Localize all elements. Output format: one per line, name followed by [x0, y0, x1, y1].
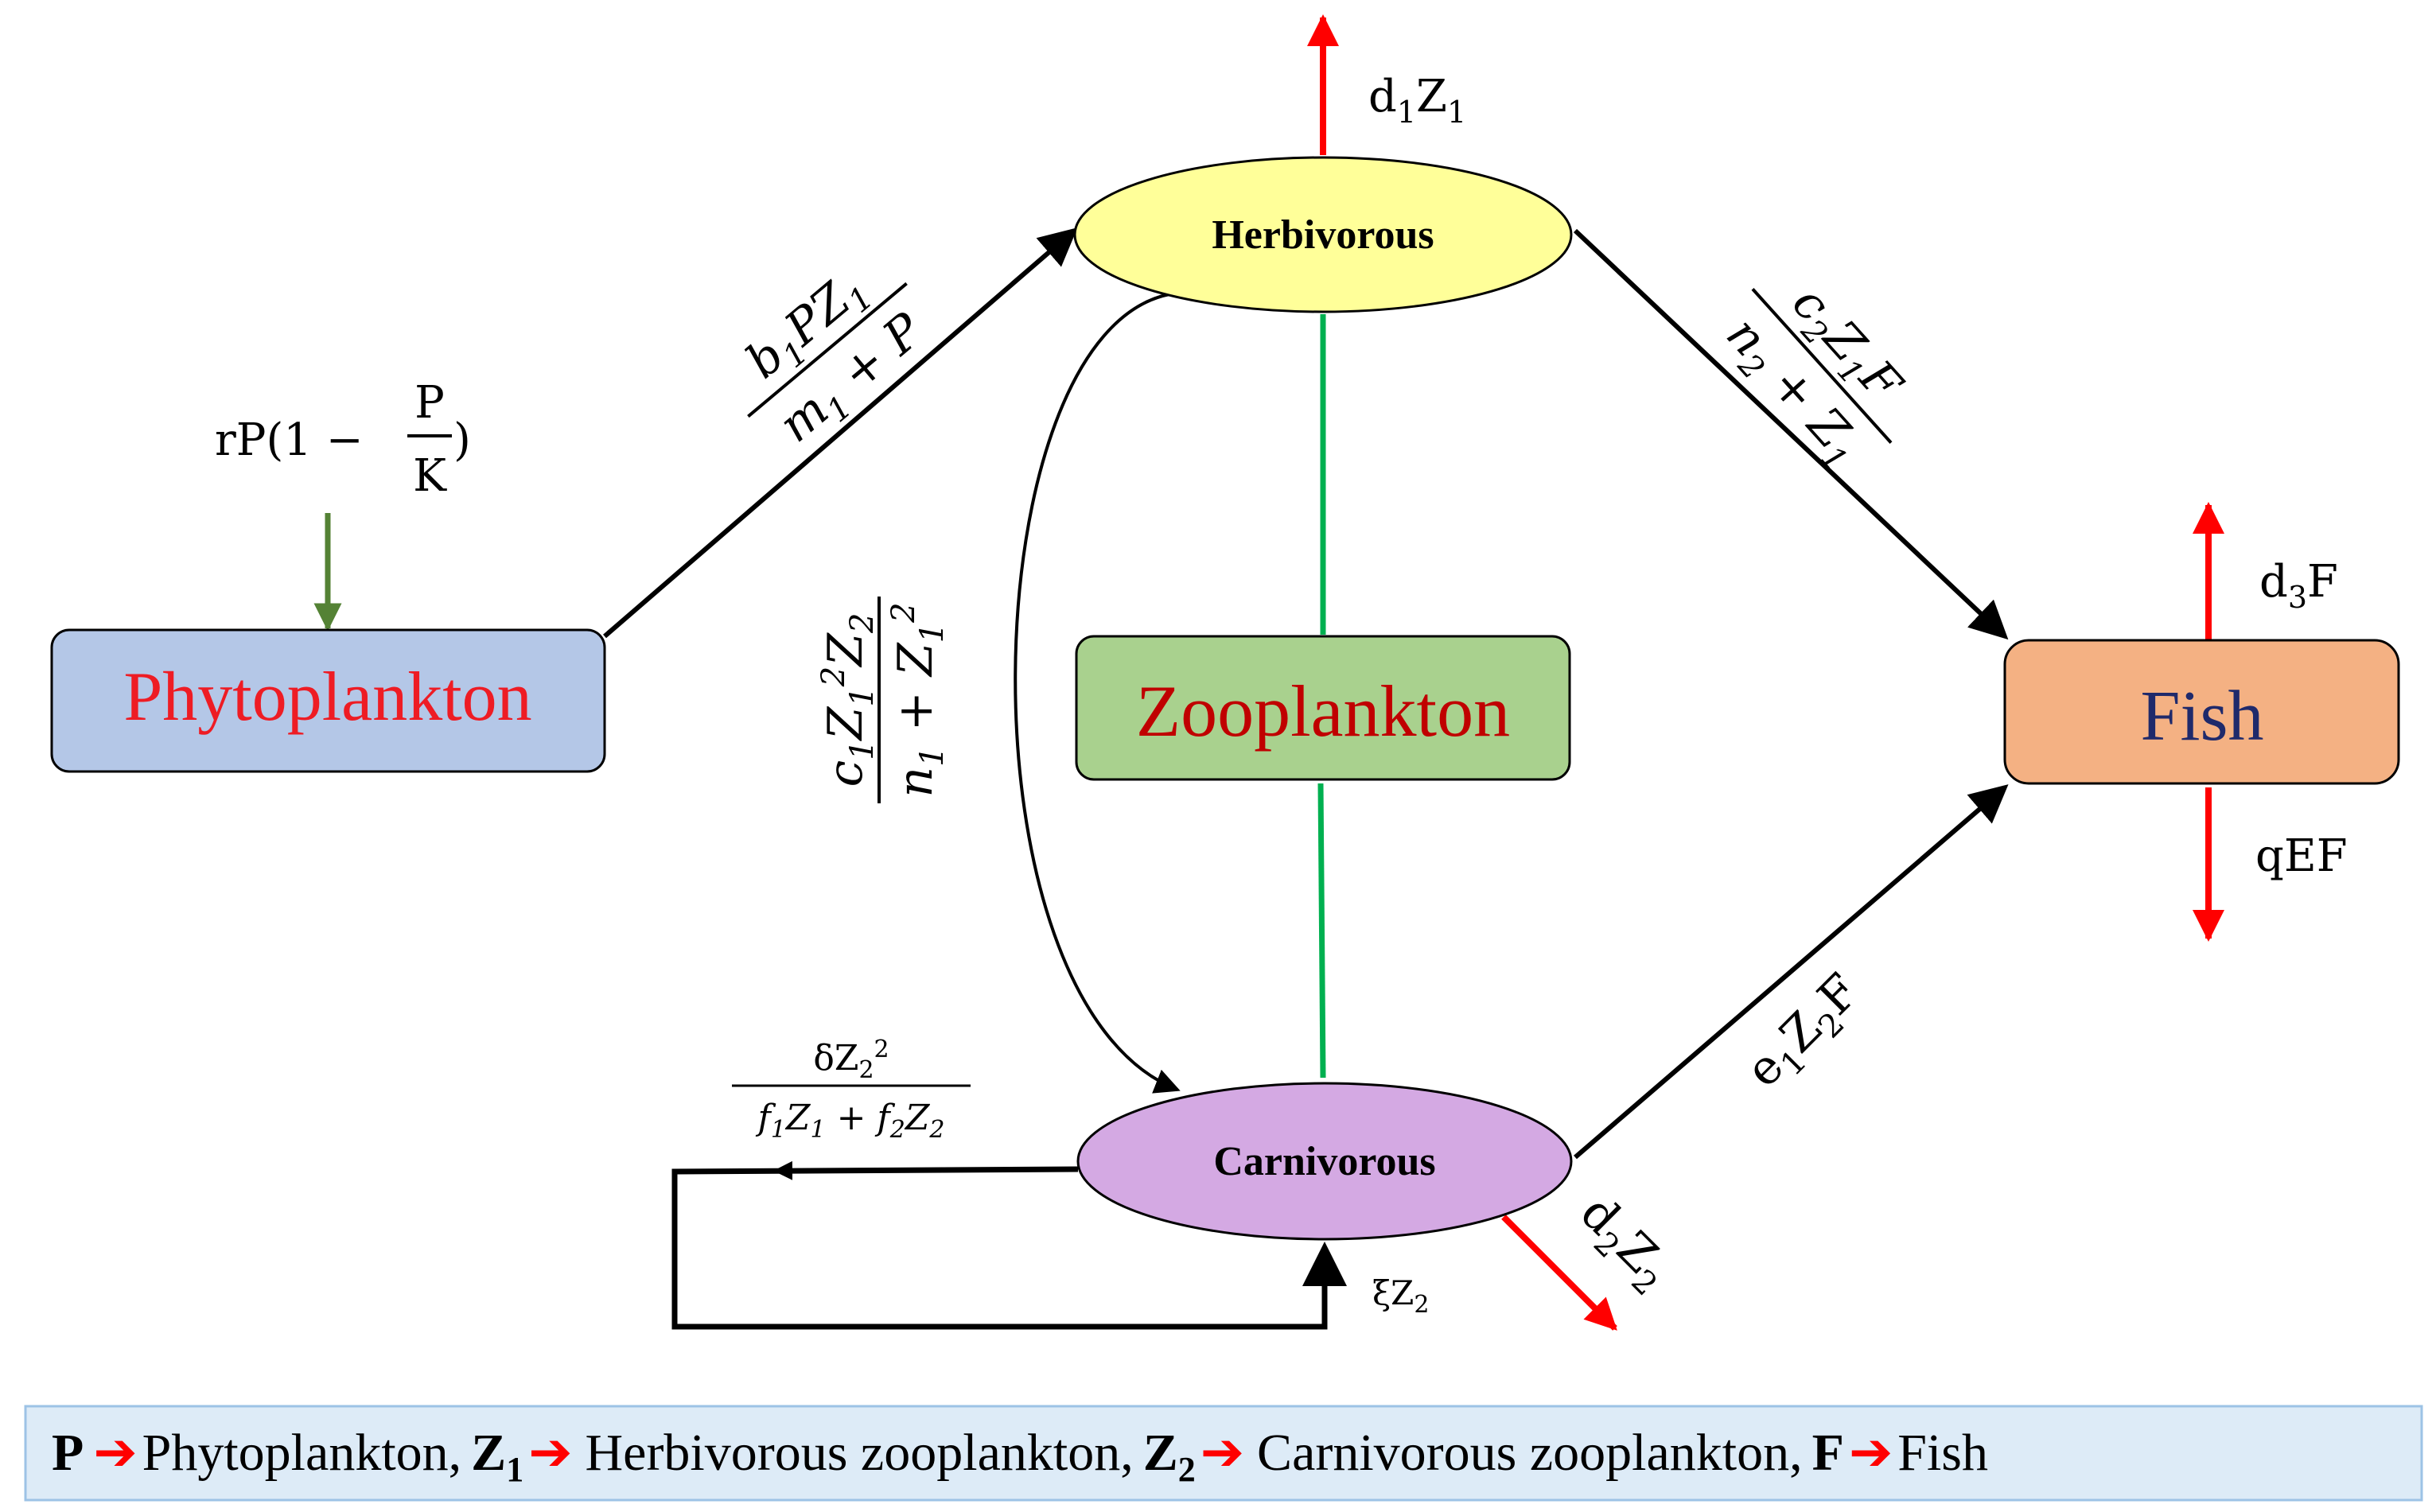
fish-node: Fish: [2003, 639, 2400, 785]
legend-text: P➔Phytoplankton,Z1➔Herbivorous zooplankt…: [52, 1424, 1988, 1489]
herb-death-label: d1Z1: [1368, 71, 1466, 130]
carn-death-arrow: [1501, 1215, 1617, 1331]
herb-fish-rate-label: c2Z1F n2 + Z1: [1715, 275, 1913, 479]
svg-text:c1Z12Z2: c1Z12Z2: [815, 613, 881, 787]
svg-text:): ): [453, 414, 471, 466]
phyto-to-herb-arrow: [603, 227, 1078, 639]
svg-text:n1 + Z12: n1 + Z12: [885, 602, 951, 797]
herb-to-fish-arrow: [1573, 228, 2009, 640]
legend-box: P➔Phytoplankton,Z1➔Herbivorous zooplankt…: [24, 1405, 2423, 1502]
herbivorous-label: Herbivorous: [1212, 212, 1434, 258]
carnivorous-node: Carnivorous: [1076, 1082, 1573, 1241]
svg-text:δZ22: δZ22: [813, 1036, 889, 1084]
svg-text:d2Z2: d2Z2: [1565, 1185, 1683, 1304]
phyto-herb-rate-label: b1PZ1 m1 + P: [736, 271, 934, 453]
zoo-carn-link-line: [1317, 783, 1326, 1079]
svg-text:e1Z2F: e1Z2F: [1735, 963, 1875, 1103]
carn-self-label: ξZ2: [1372, 1273, 1429, 1319]
carnivorous-label: Carnivorous: [1213, 1139, 1435, 1184]
fish-label: Fish: [2140, 677, 2263, 756]
fish-harvest-label: qEF: [2255, 830, 2348, 882]
carn-loss-rate-label: δZ22 f1Z1 + f2Z2: [732, 1036, 971, 1144]
zooplankton-label: Zooplankton: [1136, 670, 1510, 752]
zooplankton-node: Zooplankton: [1075, 635, 1571, 781]
svg-text:rP(1 −: rP(1 −: [215, 414, 364, 466]
svg-text:P: P: [414, 377, 445, 429]
herb-to-carn-curve-arrow: [1014, 293, 1181, 1094]
phyto-growth-label: rP(1 − P K ): [215, 377, 471, 502]
fish-death-label: d3F: [2259, 556, 2338, 615]
phytoplankton-node: Phytoplankton: [50, 628, 606, 773]
carn-to-fish-arrow: [1574, 784, 2009, 1160]
phytoplankton-label: Phytoplankton: [123, 659, 531, 736]
svg-text:K: K: [413, 450, 447, 502]
carn-loop-arrowhead-left: [773, 1160, 876, 1180]
carn-fish-rate-label: e1Z2F: [1735, 963, 1875, 1103]
herbivorous-node: Herbivorous: [1073, 156, 1573, 313]
svg-text:f1Z1 + f2Z2: f1Z1 + f2Z2: [756, 1098, 945, 1144]
herb-carn-rate-label: c1Z12Z2 n1 + Z12: [815, 597, 951, 803]
carn-death-label: d2Z2: [1565, 1185, 1683, 1304]
